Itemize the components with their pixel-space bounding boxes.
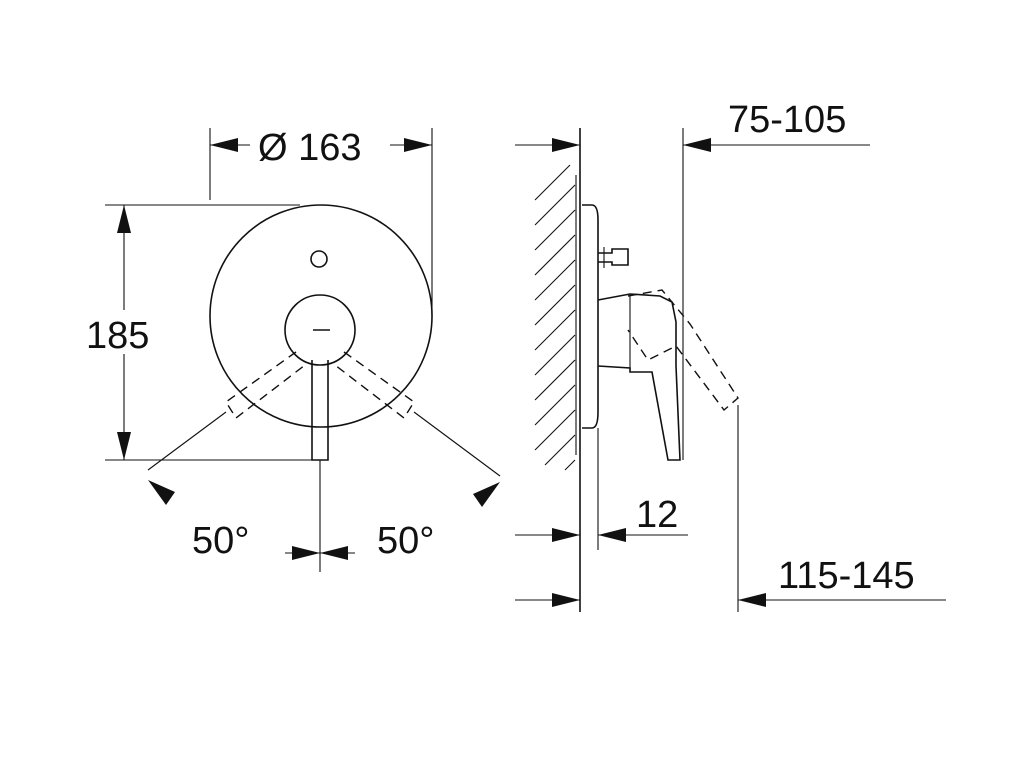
- angle-left-label: 50°: [192, 520, 249, 562]
- thickness-label: 12: [636, 494, 678, 536]
- wall-hatching: [534, 164, 576, 471]
- diameter-label: Ø 163: [258, 127, 362, 169]
- handle-body-profile: [597, 293, 681, 461]
- depth-label: 75-105: [728, 99, 846, 141]
- angle-right-label: 50°: [377, 520, 434, 562]
- lever-left-rotated: [225, 351, 306, 420]
- lever-center: [311, 360, 329, 461]
- diverter-profile: [598, 248, 629, 266]
- height-label: 185: [86, 315, 149, 357]
- cover-plate: [209, 204, 433, 428]
- handle-hub: [284, 294, 356, 366]
- diverter-button: [310, 250, 328, 268]
- lever-right-rotated: [334, 351, 415, 420]
- front-view: Ø 163 185 50° 50°: [82, 120, 501, 572]
- plate-profile: [582, 204, 599, 429]
- side-view: 75-105 12 115-145: [515, 99, 946, 612]
- total-depth-label: 115-145: [778, 555, 915, 597]
- handle-rotated-profile: [627, 289, 739, 412]
